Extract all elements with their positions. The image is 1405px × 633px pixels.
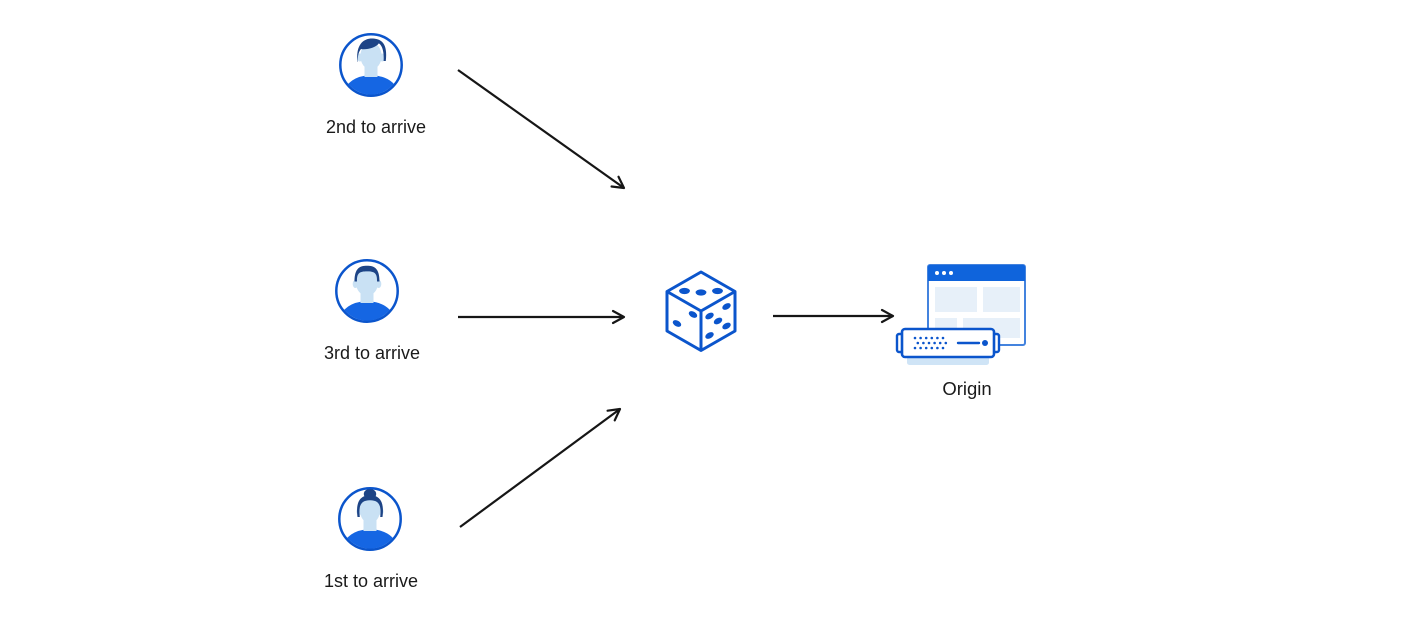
arrow-client2-to-dice — [457, 69, 626, 190]
server-icon — [895, 327, 1001, 365]
woman-bun-hair-avatar-icon — [338, 487, 402, 551]
man-short-hair-avatar-icon — [335, 259, 399, 323]
client-label-2nd: 2nd to arrive — [325, 117, 427, 137]
client-label-1st: 1st to arrive — [323, 571, 419, 591]
client-node-1st-to-arrive — [337, 486, 403, 557]
origin-server-browser-icon — [895, 264, 1026, 365]
client-node-2nd-to-arrive — [338, 32, 404, 103]
man-swoop-hair-avatar-icon — [339, 33, 403, 97]
dice-node — [658, 264, 744, 365]
dice-icon — [665, 270, 737, 352]
arrow-client1-to-dice — [459, 407, 622, 528]
client-node-3rd-to-arrive — [334, 258, 400, 329]
client-label-3rd: 3rd to arrive — [323, 343, 421, 363]
origin-node — [894, 263, 1028, 372]
origin-label: Origin — [942, 378, 992, 399]
